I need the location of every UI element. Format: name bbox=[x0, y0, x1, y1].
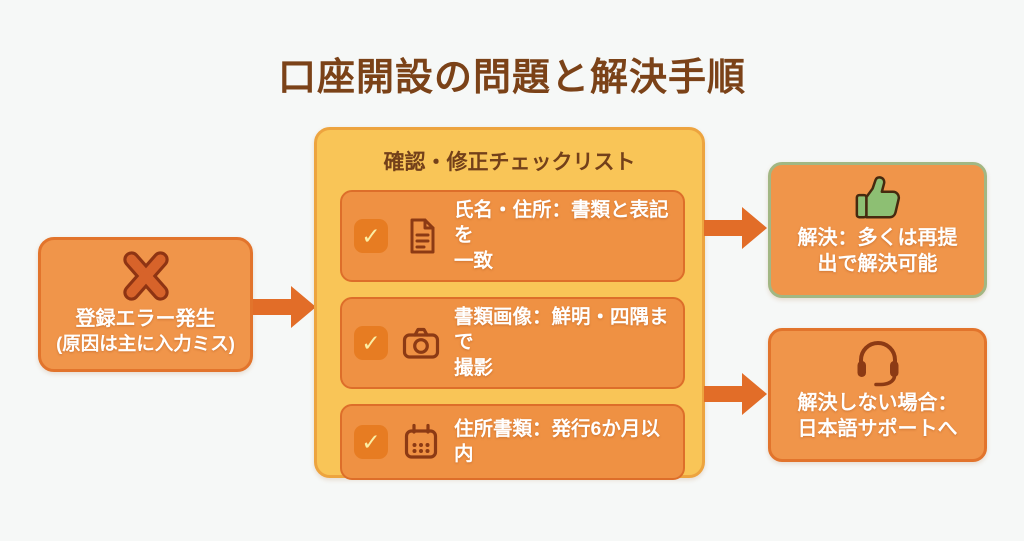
checklist-item-document-image: ✓ 書類画像：鮮明・四隅まで 撮影 bbox=[340, 297, 685, 390]
checklist-item-address-document: ✓ 住所書類：発行6か月以内 bbox=[340, 404, 685, 481]
document-icon bbox=[410, 218, 435, 254]
arrow-right-icon bbox=[704, 373, 767, 415]
outcome-solved-text: 解決：多くは再提 出で解決可能 bbox=[797, 227, 958, 276]
outcome-support-text: 解決しない場合： 日本語サポートへ bbox=[797, 392, 958, 441]
arrow-right-icon bbox=[253, 286, 316, 328]
checklist-title: 確認・修正チェックリスト bbox=[383, 151, 636, 174]
headset-icon bbox=[857, 340, 898, 387]
problem-line-2: (原因は主に入力ミス) bbox=[56, 333, 235, 354]
item-text: 住所書類：発行6か月以内 bbox=[454, 417, 660, 466]
item-text: 書類画像：鮮明・四隅まで 撮影 bbox=[454, 306, 669, 379]
thumbs-up-icon bbox=[855, 176, 900, 219]
calendar-icon bbox=[404, 423, 438, 459]
outcome-support-box: 解決しない場合： 日本語サポートへ bbox=[768, 328, 987, 462]
checklist-box: 確認・修正チェックリスト ✓ 氏名・住所：書類と表記を 一致 ✓ bbox=[314, 127, 705, 481]
item-text: 氏名・住所：書類と表記を 一致 bbox=[454, 199, 669, 272]
problem-box: 登録エラー発生 (原因は主に入力ミス) bbox=[38, 237, 253, 372]
problem-line-1: 登録エラー発生 bbox=[75, 308, 216, 330]
page-title: 口座開設の問題と解決手順 bbox=[277, 57, 746, 99]
checkbox-checked-icon: ✓ bbox=[354, 425, 388, 460]
checklist-items: ✓ 氏名・住所：書類と表記を 一致 ✓ bbox=[340, 190, 685, 481]
arrow-right-icon bbox=[704, 207, 767, 249]
camera-icon bbox=[402, 327, 440, 359]
x-mark-icon bbox=[122, 251, 169, 301]
outcome-solved-box: 解決：多くは再提 出で解決可能 bbox=[768, 162, 987, 298]
checklist-item-name-address: ✓ 氏名・住所：書類と表記を 一致 bbox=[340, 190, 685, 283]
checkbox-checked-icon: ✓ bbox=[354, 219, 388, 254]
checkbox-checked-icon: ✓ bbox=[354, 326, 388, 361]
